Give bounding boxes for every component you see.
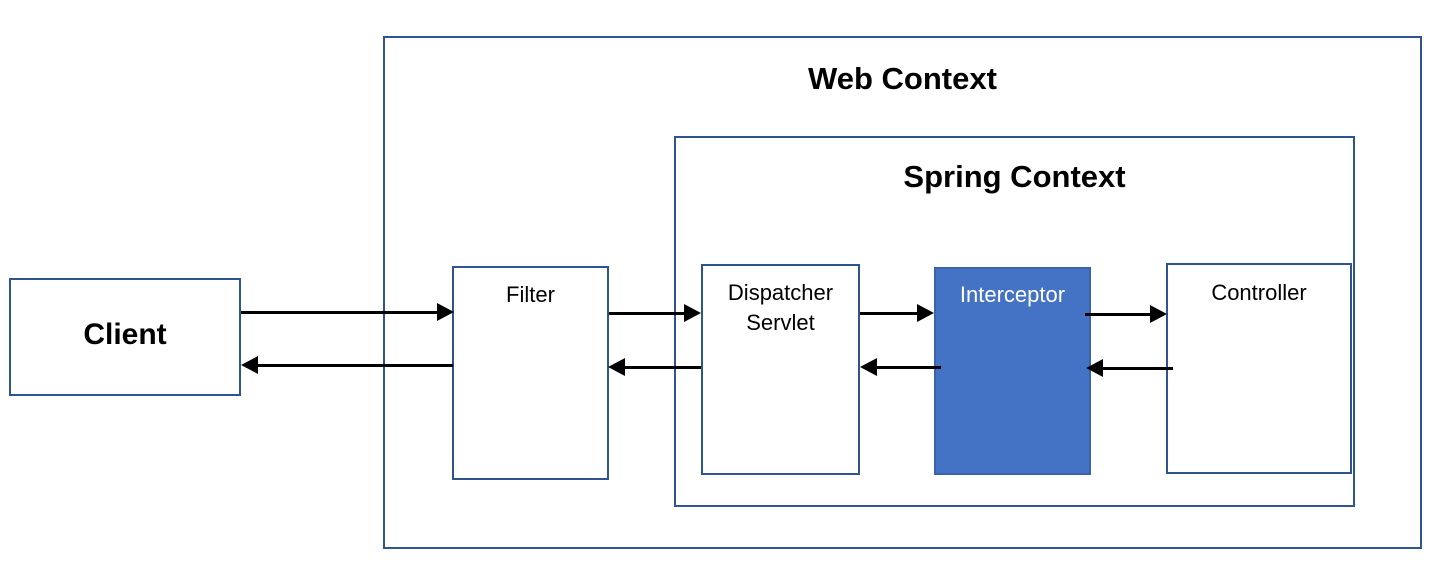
- arrow-filter-to-dispatcher-servlet-head: [684, 304, 701, 322]
- node-client-label: Client: [83, 318, 167, 351]
- arrow-client-to-filter-line: [241, 311, 438, 314]
- node-dispatcher-servlet[interactable]: [701, 264, 860, 475]
- arrow-dispatcher-servlet-to-interceptor-head: [917, 304, 934, 322]
- arrow-dispatcher-servlet-to-filter-line: [625, 366, 701, 369]
- arrow-filter-to-dispatcher-servlet-line: [609, 312, 685, 315]
- arrow-interceptor-to-dispatcher-servlet-line: [877, 366, 941, 369]
- node-interceptor[interactable]: [934, 267, 1091, 475]
- arrow-filter-to-client-line: [258, 364, 453, 367]
- spring-context-title: Spring Context: [903, 159, 1126, 194]
- arrow-filter-to-client-head: [241, 356, 258, 374]
- arrow-interceptor-to-controller-line: [1085, 313, 1151, 316]
- node-controller-label: Controller: [1211, 280, 1307, 305]
- node-controller[interactable]: [1166, 263, 1352, 474]
- web-context-container: [383, 36, 1422, 549]
- arrow-controller-to-interceptor-head: [1086, 359, 1103, 377]
- spring-context-container: [674, 136, 1355, 507]
- arrow-dispatcher-servlet-to-interceptor-line: [860, 312, 918, 315]
- arrow-interceptor-to-dispatcher-servlet-head: [860, 358, 877, 376]
- node-filter-label: Filter: [506, 282, 555, 307]
- node-filter[interactable]: [452, 266, 609, 480]
- node-dispatcher-servlet-label: Dispatcher Servlet: [727, 280, 834, 335]
- web-context-title: Web Context: [808, 61, 997, 96]
- arrow-dispatcher-servlet-to-filter-head: [608, 358, 625, 376]
- arrow-interceptor-to-controller-head: [1150, 305, 1167, 323]
- node-client[interactable]: [9, 278, 241, 396]
- arrow-controller-to-interceptor-line: [1103, 367, 1173, 370]
- node-interceptor-label: Interceptor: [959, 282, 1066, 307]
- arrow-client-to-filter-head: [437, 303, 454, 321]
